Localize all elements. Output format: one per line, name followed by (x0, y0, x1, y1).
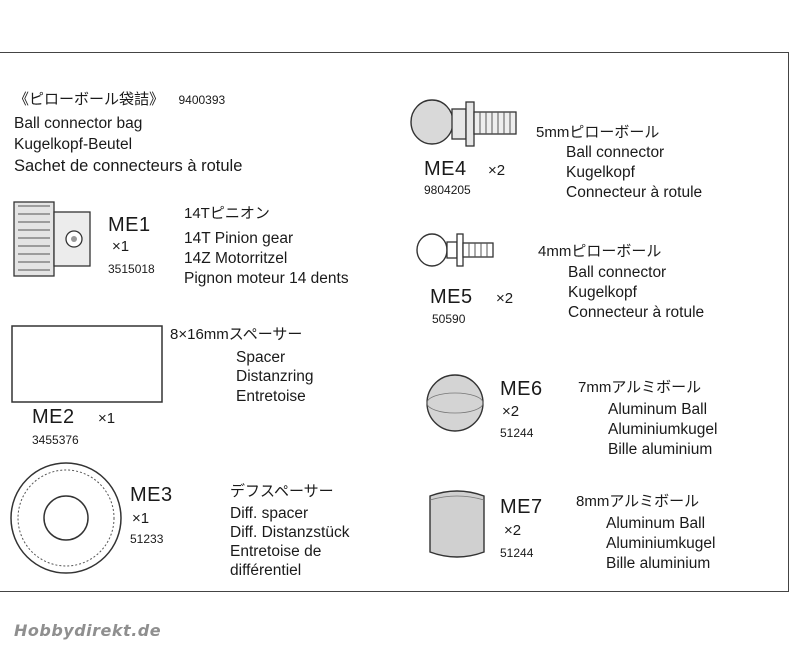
me6-desc-fr: Bille aluminium (608, 441, 713, 458)
ball-connector-4mm-illustration (416, 233, 494, 267)
me7-number: 51244 (500, 546, 534, 560)
me3-desc-fr-2: différentiel (230, 562, 302, 579)
me2-desc-fr: Entretoise (236, 388, 306, 405)
me3-desc-en: Diff. spacer (230, 505, 309, 522)
me7-qty: ×2 (504, 522, 522, 539)
me5-desc-de: Kugelkopf (568, 284, 637, 301)
me5-number: 50590 (432, 312, 466, 326)
spacer-illustration (11, 325, 163, 403)
me7-desc-de: Aluminiumkugel (606, 535, 716, 552)
me1-number: 3515018 (108, 262, 155, 276)
me3-desc-fr-1: Entretoise de (230, 543, 322, 560)
me4-desc-de: Kugelkopf (566, 164, 635, 181)
me1-code: ME1 (108, 214, 151, 236)
me1-desc-en: 14T Pinion gear (184, 230, 294, 247)
me1-desc-de: 14Z Motorritzel (184, 250, 288, 267)
me4-code: ME4 (424, 158, 467, 180)
me6-desc-en: Aluminum Ball (608, 401, 708, 418)
pinion-gear-illustration (13, 201, 91, 277)
parts-sheet (0, 52, 789, 592)
me5-desc-en: Ball connector (568, 264, 667, 281)
me4-desc-en: Ball connector (566, 144, 665, 161)
header-part-number: 9400393 (178, 93, 226, 107)
header-title-fr: Sachet de connecteurs à rotule (14, 157, 243, 175)
me5-qty: ×2 (496, 290, 514, 307)
me2-desc-en: Spacer (236, 349, 286, 366)
me5-desc-jp: 4mmピローボール (538, 243, 662, 260)
me2-qty: ×1 (98, 410, 116, 427)
me7-code: ME7 (500, 496, 543, 518)
me2-desc-de: Distanzring (236, 368, 314, 385)
me4-desc-fr: Connecteur à rotule (566, 184, 703, 201)
ball-connector-5mm-illustration (410, 99, 517, 147)
me5-code: ME5 (430, 286, 473, 308)
me3-qty: ×1 (132, 510, 150, 527)
aluminum-ball-7mm-illustration (426, 374, 484, 432)
me3-code: ME3 (130, 484, 173, 506)
me3-desc-jp: デフスペーサー (230, 483, 334, 500)
header-title-jp: 《ピローボール袋詰》 (14, 91, 165, 108)
me2-number: 3455376 (32, 433, 79, 447)
me7-desc-fr: Bille aluminium (606, 555, 711, 572)
me6-desc-jp: 7mmアルミボール (578, 379, 702, 396)
header-title-en: Ball connector bag (14, 115, 143, 132)
me3-desc-de: Diff. Distanzstück (230, 524, 350, 541)
me2-desc-jp: 8×16mmスペーサー (170, 326, 303, 343)
me6-number: 51244 (500, 426, 534, 440)
me6-desc-de: Aluminiumkugel (608, 421, 718, 438)
me3-number: 51233 (130, 532, 164, 546)
watermark-logo: Hobbydirekt.de (14, 621, 162, 640)
me7-desc-jp: 8mmアルミボール (576, 493, 700, 510)
me4-number: 9804205 (424, 183, 471, 197)
me1-desc-fr: Pignon moteur 14 dents (184, 270, 349, 287)
me1-desc-jp: 14Tピニオン (184, 205, 270, 222)
header: 《ピローボール袋詰》 9400393 (14, 90, 225, 109)
me6-code: ME6 (500, 378, 543, 400)
me7-desc-en: Aluminum Ball (606, 515, 706, 532)
diff-spacer-illustration (10, 462, 122, 574)
me2-code: ME2 (32, 406, 75, 428)
me4-qty: ×2 (488, 162, 506, 179)
me5-desc-fr: Connecteur à rotule (568, 304, 705, 321)
header-title-de: Kugelkopf-Beutel (14, 136, 133, 153)
me4-desc-jp: 5mmピローボール (536, 124, 660, 141)
aluminum-ball-8mm-illustration (429, 490, 485, 558)
me1-qty: ×1 (112, 238, 130, 255)
me6-qty: ×2 (502, 403, 520, 420)
